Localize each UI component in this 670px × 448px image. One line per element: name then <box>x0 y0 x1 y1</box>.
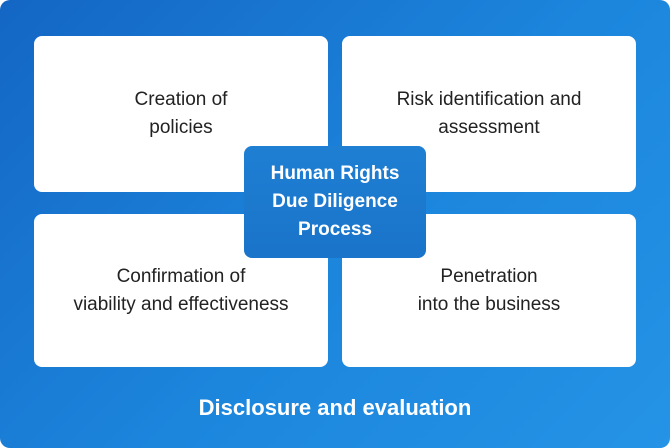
quadrant-label: Confirmation of viability and effectiven… <box>73 265 289 315</box>
footer-label: Disclosure and evaluation <box>198 395 472 420</box>
quadrant-card-confirmation: Confirmation of viability and effectiven… <box>34 214 328 367</box>
center-process-box: Human Rights Due Diligence Process <box>244 146 426 258</box>
footer-caption: Disclosure and evaluation <box>0 390 670 426</box>
quadrant-label: Creation of policies <box>134 89 228 138</box>
quadrant-card-creation-of-policies: Creation of policies <box>34 36 328 192</box>
quadrant-label: Penetration into the business <box>417 265 561 315</box>
center-label: Human Rights Due Diligence Process <box>270 163 400 240</box>
quadrant-label: Risk identification and assessment <box>396 89 582 138</box>
